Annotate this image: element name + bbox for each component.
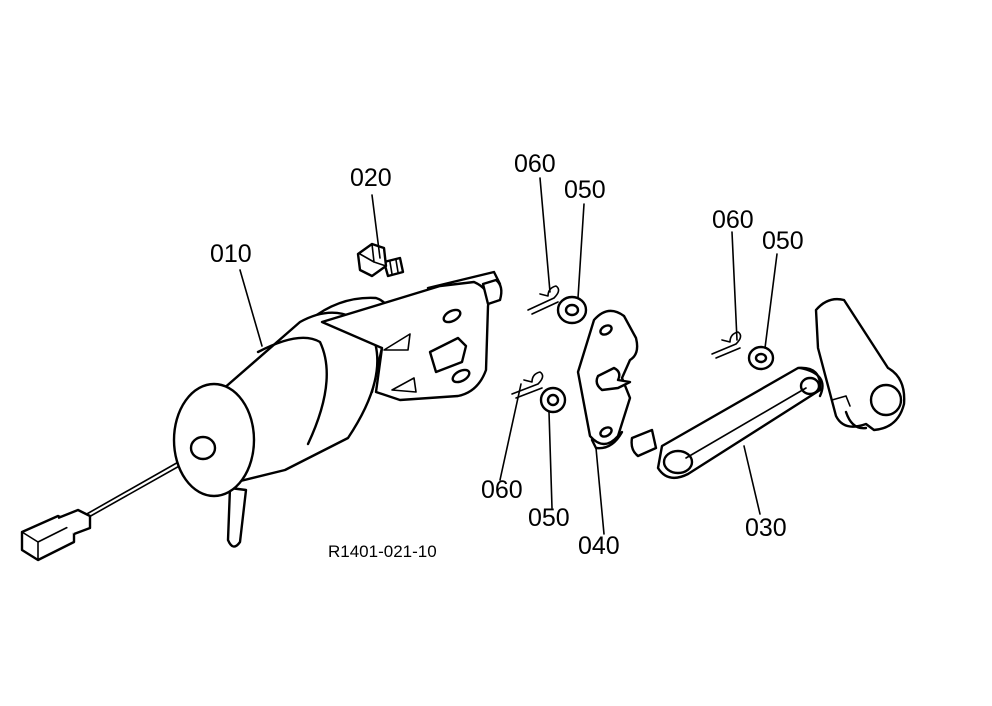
label-060-upper: 060 [514, 150, 556, 178]
label-060-lower: 060 [481, 476, 523, 504]
cotter-pin-060-upper [527, 285, 560, 315]
bolt-020 [356, 242, 405, 278]
solenoid-010 [20, 270, 503, 562]
solenoid-end-cap [172, 382, 256, 498]
bracket-square-hole [428, 336, 468, 374]
label-060-right: 060 [712, 206, 754, 234]
cotter-pin-060-lower [511, 371, 544, 399]
solenoid-tab [226, 486, 248, 548]
label-020: 020 [350, 164, 392, 192]
washer-050-upper [556, 295, 588, 325]
label-030: 030 [745, 514, 787, 542]
link-rod-030 [630, 366, 824, 480]
label-050-lower: 050 [528, 504, 570, 532]
solenoid-plunger [189, 435, 217, 461]
bracket-stud [481, 278, 503, 306]
label-040: 040 [578, 532, 620, 560]
label-050-upper: 050 [564, 176, 606, 204]
washer-050-right [747, 345, 775, 371]
cotter-pin-060-right [711, 331, 742, 359]
shaft-arm [814, 297, 906, 432]
leader-lines [239, 177, 778, 535]
label-050-right: 050 [762, 227, 804, 255]
washer-050-lower [539, 386, 567, 414]
wire-connector [20, 508, 92, 562]
label-010: 010 [210, 240, 252, 268]
figure-code: R1401-021-10 [328, 542, 437, 561]
mounting-bracket [320, 280, 490, 402]
lever-plate-040 [576, 309, 639, 450]
